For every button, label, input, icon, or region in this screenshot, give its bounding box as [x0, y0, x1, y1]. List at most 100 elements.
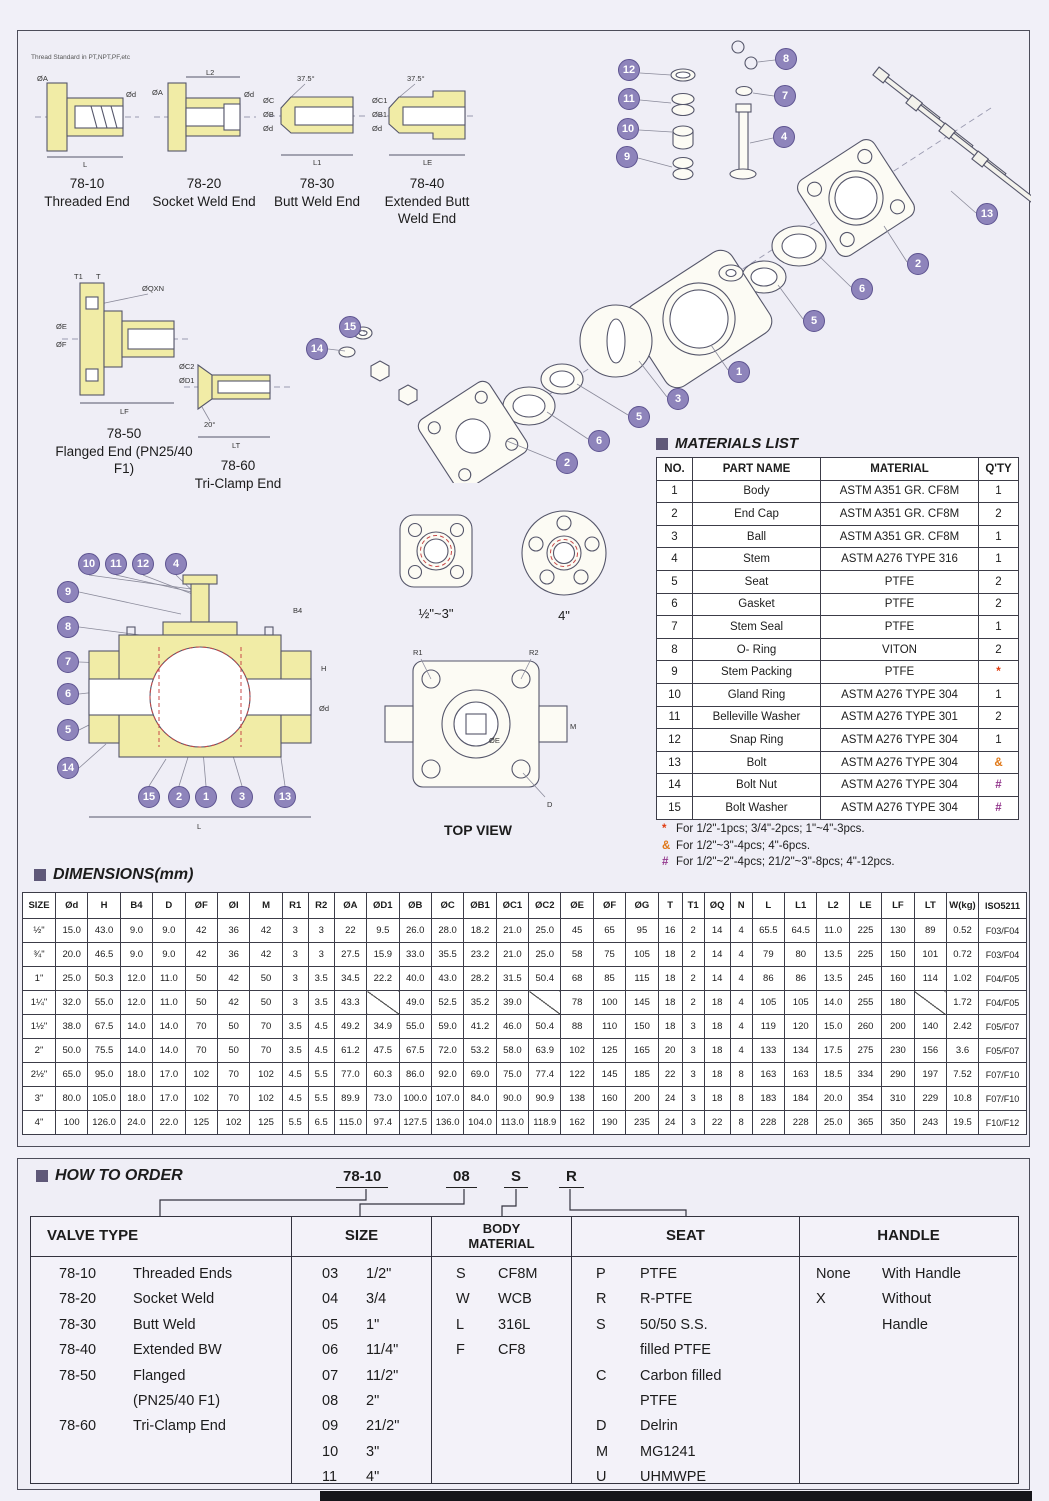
table-cell: 26.0 — [398, 918, 432, 943]
table-cell: Stem — [692, 547, 821, 571]
table-cell: 42 — [216, 966, 251, 991]
end-type-label: Butt Weld End — [273, 193, 361, 209]
order-option-label: 50/50 S.S. — [640, 1316, 708, 1333]
table-cell: 2 — [656, 502, 693, 526]
column-header: L1 — [784, 892, 818, 919]
table-cell: 50 — [184, 966, 218, 991]
table-cell: 185 — [625, 1062, 659, 1087]
order-option-code: 78-50 — [59, 1367, 97, 1384]
dim-label: H — [321, 664, 326, 673]
part-balloon: 15 — [138, 786, 160, 808]
table-cell: 95.0 — [87, 1062, 121, 1087]
column-header: ØE — [560, 892, 594, 919]
dim-label: M — [570, 722, 576, 731]
table-cell: 2 — [681, 942, 705, 967]
order-option-code — [59, 1389, 133, 1414]
column-header: MATERIAL — [820, 457, 979, 481]
part-balloon: 12 — [618, 59, 640, 81]
column-header: ØF — [184, 892, 218, 919]
table-cell: 127.5 — [398, 1110, 432, 1135]
table-cell: 102 — [216, 1110, 251, 1135]
order-column-header: BODY MATERIAL — [432, 1217, 571, 1257]
table-cell: 47.5 — [366, 1038, 400, 1063]
table-cell: 1¼" — [22, 990, 56, 1015]
dim-label: ØB — [263, 110, 274, 119]
table-cell: 12 — [656, 728, 693, 752]
table-cell: 36 — [216, 918, 251, 943]
table-cell: 19.5 — [946, 1110, 979, 1135]
table-cell: 102 — [184, 1086, 218, 1111]
part-balloon: 5 — [803, 310, 825, 332]
table-cell: 59.0 — [430, 1014, 465, 1039]
table-cell: 14 — [703, 966, 731, 991]
end-type-code: 78-60 — [220, 458, 256, 473]
section-title-text: MATERIALS LIST — [675, 435, 799, 452]
order-option-label: filled PTFE — [640, 1342, 711, 1359]
dim-label: ØA — [152, 88, 163, 97]
table-cell: 0.52 — [946, 918, 979, 943]
order-option-label: Flanged — [133, 1367, 186, 1384]
column-header: ØD1 — [366, 892, 400, 919]
flange-view-large: 4" — [516, 505, 612, 623]
table-cell: End Cap — [692, 502, 821, 526]
table-cell: 70 — [184, 1014, 218, 1039]
table-cell: 4.5 — [281, 1086, 309, 1111]
order-option-code: S — [596, 1316, 606, 1333]
column-header: LT — [913, 892, 948, 919]
table-cell: 6.5 — [307, 1110, 335, 1135]
table-cell: Bolt — [692, 750, 821, 775]
table-cell: 52.5 — [430, 990, 465, 1015]
part-balloon: 9 — [57, 581, 79, 603]
table-cell: 0.72 — [946, 942, 979, 967]
table-cell: ASTM A351 GR. CF8M — [820, 479, 979, 504]
dim-label: Ød — [126, 90, 136, 99]
table-cell: 136.0 — [430, 1110, 465, 1135]
table-cell: 107.0 — [430, 1086, 465, 1111]
order-option-row: Handle — [800, 1313, 1017, 1338]
part-balloon: 4 — [165, 553, 187, 575]
table-cell: 3.5 — [281, 1014, 309, 1039]
order-option-row: PTFE — [572, 1389, 799, 1414]
part-balloon: 2 — [907, 253, 929, 275]
part-balloon: 6 — [588, 430, 610, 452]
order-option-code: 03 — [322, 1266, 339, 1282]
note-text: For 1/2"~2"-4pcs; 21/2"~3"-8pcs; 4"-12pc… — [676, 856, 895, 869]
dim-label: T — [96, 272, 101, 281]
order-option-code — [816, 1313, 882, 1338]
part-balloon: 2 — [168, 786, 190, 808]
part-balloon: 9 — [616, 146, 638, 168]
table-cell: 133 — [751, 1038, 786, 1063]
main-sheet-panel: Thread Standard in PT,NPT,PF,etc ØA Ød L… — [17, 30, 1040, 1147]
order-option-code: 06 — [322, 1342, 339, 1359]
table-cell: 22.0 — [152, 1110, 186, 1135]
threaded-end-drawing: ØA Ød L — [35, 74, 139, 169]
table-cell: 125 — [184, 1110, 218, 1135]
table-cell: 72.0 — [430, 1038, 465, 1063]
end-type-code: 78-50 — [106, 426, 142, 441]
table-cell: 2 — [978, 637, 1019, 662]
part-balloon: 6 — [57, 683, 79, 705]
order-option-label: PTFE — [640, 1393, 678, 1410]
section-bullet-icon — [656, 437, 668, 450]
table-cell: 9.0 — [119, 942, 154, 967]
table-cell: 8 — [729, 1110, 753, 1135]
table-cell: 24 — [657, 1086, 683, 1111]
column-header: R2 — [307, 892, 335, 919]
column-header: ØB1 — [463, 892, 497, 919]
dim-label: ØB1 — [372, 110, 387, 119]
table-cell: 230 — [881, 1038, 915, 1063]
order-option-code: 10 — [322, 1443, 339, 1460]
column-header: H — [87, 892, 121, 919]
column-header: L — [751, 892, 786, 919]
